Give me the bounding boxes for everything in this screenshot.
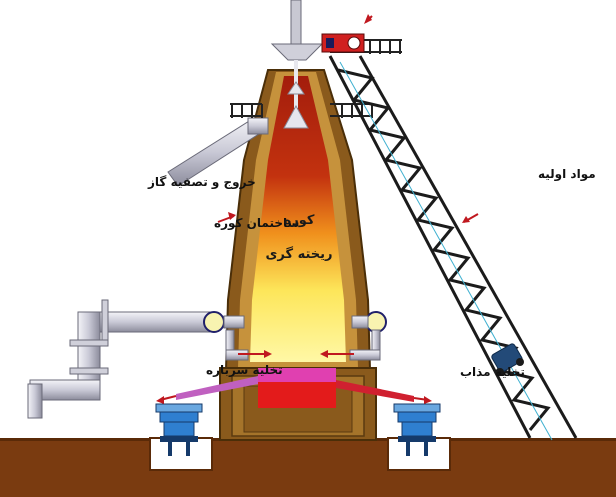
smelting-label: ریخته گری <box>265 246 332 262</box>
raw-materials-label: مواد اولیه <box>538 167 596 182</box>
railing-left <box>230 103 263 118</box>
arrows <box>156 14 479 404</box>
metal-discharge-label: تخلیه مذاب <box>460 365 525 379</box>
furnace-core <box>250 76 346 362</box>
skip-car <box>491 343 524 376</box>
coke-label: کوره <box>284 213 315 228</box>
ground <box>0 437 616 497</box>
slag-ladle <box>155 403 203 456</box>
charging-hopper <box>270 0 324 129</box>
gas-outlet-pipe <box>167 117 269 187</box>
hot-blast-pipe-left <box>27 299 249 419</box>
furnace-structure-label: ساختمان کوره <box>214 216 299 231</box>
skip-hoist-head <box>321 33 365 53</box>
hearth <box>176 368 414 408</box>
gas-outlet-label: خروج و تصفیه گاز <box>147 175 256 190</box>
slag-discharge-label: تخلیه سرباره <box>206 363 283 377</box>
metal-ladle <box>393 403 441 456</box>
hot-blast-pipe-right <box>349 311 387 361</box>
